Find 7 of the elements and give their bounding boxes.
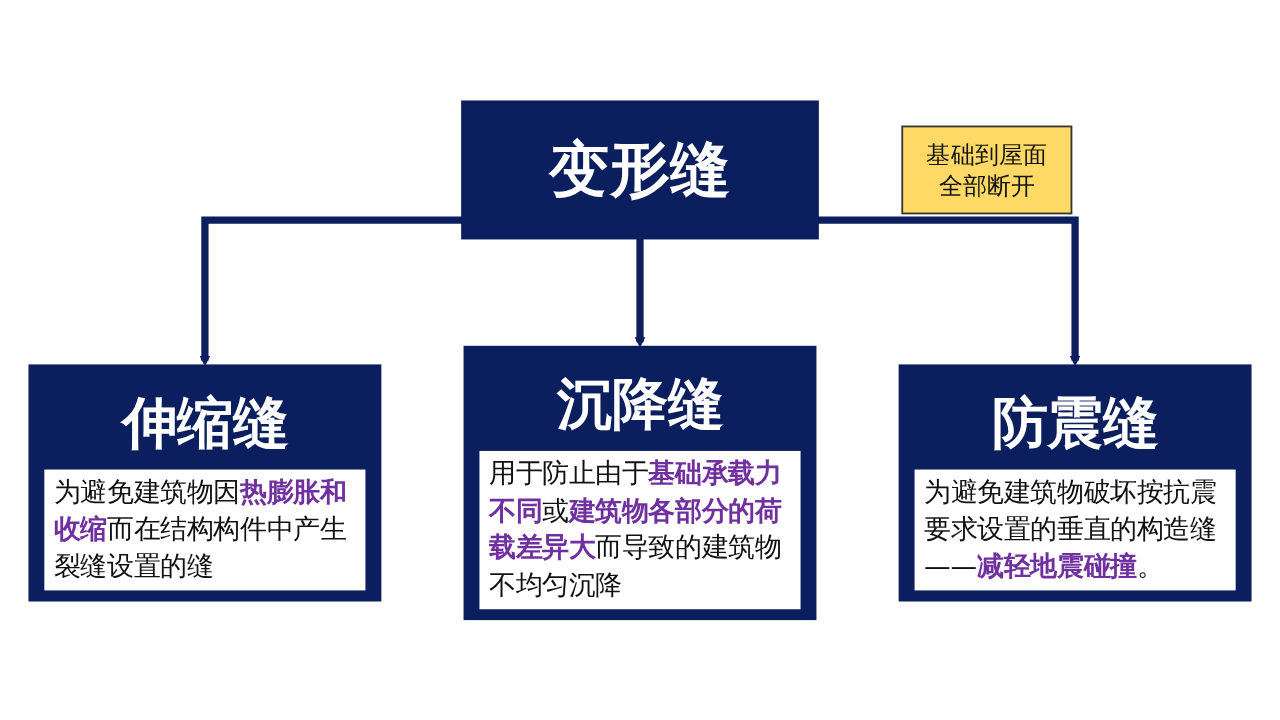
node-box: 变形缝: [461, 100, 819, 240]
node-box: 基础到屋面全部断开: [901, 125, 1073, 215]
arrow: [817, 216, 1081, 366]
arrow: [199, 216, 463, 366]
node-box: 沉降缝 用于防止由于基础承载力不同或建筑物各部分的荷载差异大而导致的建筑物不均匀沉降: [463, 345, 817, 620]
node-box: 防震缝 为避免建筑物破坏按抗震要求设置的垂直的构造缝——减轻地震碰撞。: [898, 364, 1252, 602]
node-box: 伸缩缝 为避免建筑物因热膨胀和收缩而在结构构件中产生裂缝设置的缝: [28, 364, 382, 602]
